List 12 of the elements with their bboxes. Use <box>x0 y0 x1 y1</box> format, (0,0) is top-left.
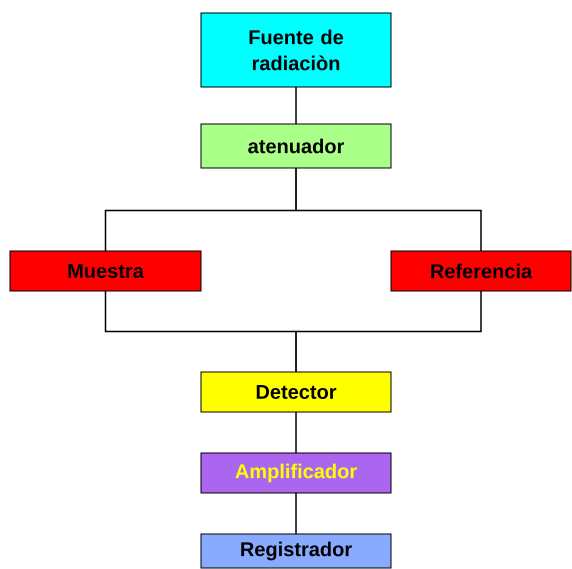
process-box: atenuador <box>200 124 392 168</box>
connector-line <box>295 493 297 534</box>
connector-line <box>295 291 482 372</box>
connector-line <box>295 412 297 452</box>
connector-line <box>295 88 297 124</box>
process-box: Amplificador <box>200 452 392 494</box>
process-box: Muestra <box>10 250 202 292</box>
process-box: Fuente de radiaciòn <box>200 12 392 88</box>
process-box: Referencia <box>390 250 572 292</box>
connector-line <box>295 168 482 250</box>
process-box: Registrador <box>200 533 392 568</box>
process-box: Detector <box>200 371 392 412</box>
